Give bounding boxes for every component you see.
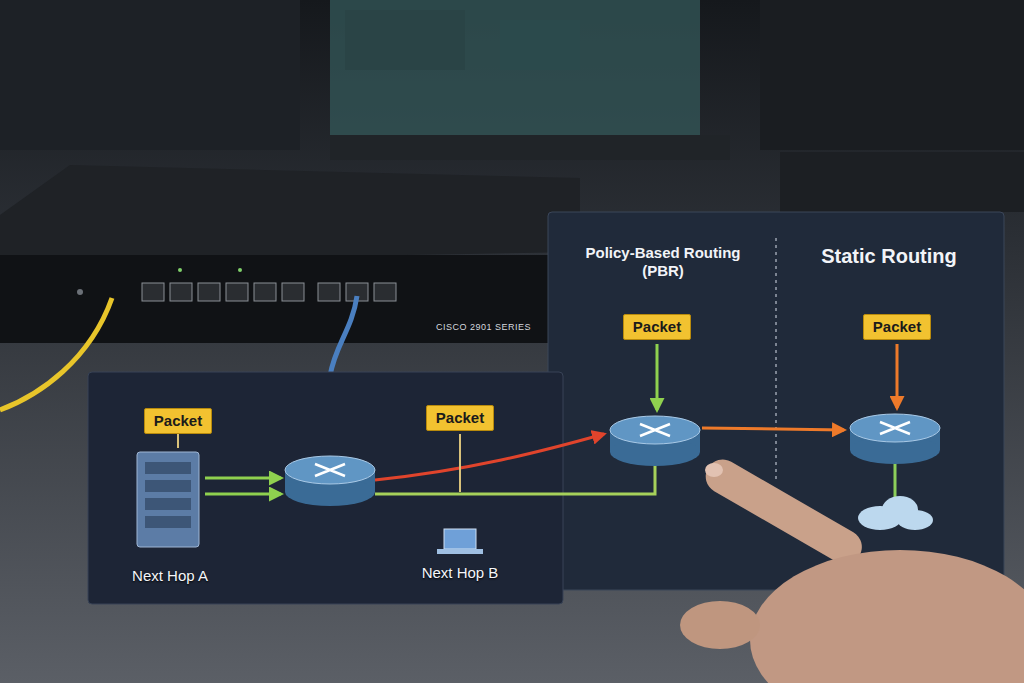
router-icon [285,456,375,506]
router-top [0,165,580,262]
thumb [680,601,760,649]
left-panel [88,372,563,604]
router-top [850,414,940,442]
server-slot [145,516,191,528]
flow-arrow [205,493,281,496]
router-cross [315,464,345,476]
server-slot [145,480,191,492]
packet-box: Packet [144,408,212,434]
cloud-icon [858,496,933,530]
rack-equipment [0,0,300,150]
device-label: Next Hop B [422,564,499,582]
port [170,283,192,301]
router-front [0,255,582,343]
circuit-chip [345,10,465,70]
led [178,268,182,272]
right-panel [548,212,1004,590]
board-tray [330,135,730,160]
hand [680,453,1024,683]
port [198,283,220,301]
router-top [285,456,375,484]
laptop-icon [437,529,483,554]
packet-label: Packet [873,318,921,336]
router-cross [880,422,910,434]
blue-cable [330,296,357,376]
packet-box: Packet [623,314,691,340]
port [282,283,304,301]
laptop-screen [444,529,476,549]
router-icon [850,414,940,464]
port [374,283,396,301]
port [142,283,164,301]
packet-box: Packet [426,405,494,431]
router-top [610,416,700,444]
led [238,268,242,272]
keyboard [780,152,1024,212]
router-cross [640,424,670,436]
port [226,283,248,301]
packet-label: Packet [436,409,484,427]
region-heading: Policy-Based Routing (PBR) [576,244,751,280]
packet-label: Packet [633,318,681,336]
cloud-part [897,510,933,530]
packet-label: Packet [154,412,202,430]
routing-region: Policy-Based Routing (PBR) Packet [552,228,774,578]
circuit-chip [500,20,580,70]
device-label: Next Hop A [132,567,208,585]
server-icon [137,452,199,547]
packet-leader [459,434,461,492]
policy-path [375,434,604,480]
palm [750,550,1024,683]
flow-arrow [205,477,281,480]
region-heading: Static Routing [784,244,994,268]
server-slot [145,462,191,474]
model-label: CISCO 2901 SERIES [436,322,531,332]
finger [700,453,869,570]
router-ports [77,268,396,301]
packet-box: Packet [863,314,931,340]
flow-arrow [656,344,659,410]
flow-arrow [896,344,899,408]
fingernail [705,463,723,477]
routing-region: Static RoutingPacket [778,228,1000,578]
divider [775,238,777,482]
port [254,283,276,301]
monitor [760,0,1024,150]
port [318,283,340,301]
laptop-base [437,549,483,554]
connector [177,434,179,448]
led [77,289,83,295]
server-slot [145,498,191,510]
default-path [375,456,655,494]
device-node: Next Hop B [400,515,520,582]
circuit-board [330,0,700,135]
flow-arrow [702,428,844,430]
device-node: Next Hop A [110,448,230,585]
server-body [137,452,199,547]
router-icon [610,416,700,466]
